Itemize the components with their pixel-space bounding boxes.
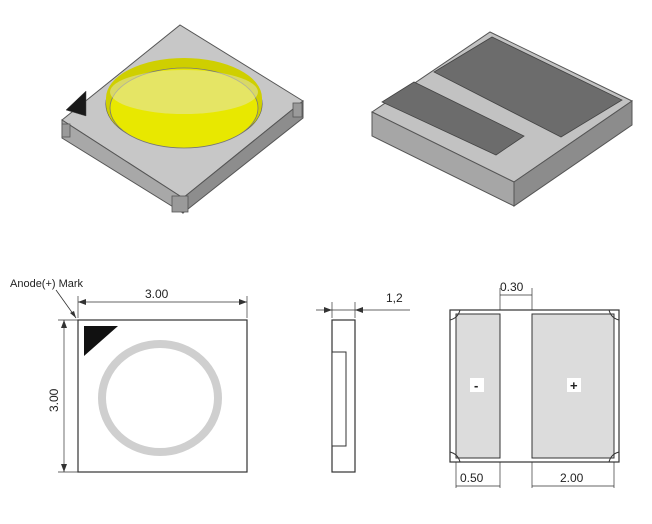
pad-corner-notch (608, 309, 620, 321)
pad-corner-notch (449, 309, 461, 321)
anode-mark-3d-icon (65, 90, 87, 117)
minus-label-box (470, 378, 484, 392)
led-bottom-right-face (513, 100, 633, 207)
led-3d-top-view (61, 24, 304, 215)
top-view-drawing: Anode(+) Mark 3.00 3.00 (10, 278, 248, 473)
led-corner-tab (292, 102, 303, 118)
dim-thickness-label: 1,2 (386, 291, 403, 305)
dim-arrow (239, 299, 247, 305)
pad-corner-notch (449, 451, 461, 463)
led-corner-tab (61, 123, 71, 138)
plus-label-box (567, 378, 581, 392)
dim-arrow (324, 307, 332, 313)
dim-arrow (78, 299, 86, 305)
dim-gap-label: 0.30 (500, 280, 524, 294)
led-3d-bottom-view (371, 31, 633, 207)
anode-polarity-label: + (570, 378, 578, 393)
anode-mark-icon (84, 326, 118, 356)
dim-arrow (355, 307, 363, 313)
dim-height-label: 3.00 (47, 388, 61, 412)
cathode-polarity-label: - (474, 378, 478, 393)
anode-pad-3d (433, 36, 623, 138)
dim-arrow (61, 320, 67, 328)
bottom-view-drawing: 0.30 - + 0.50 2.00 (449, 280, 620, 488)
pad-corner-notch (608, 451, 620, 463)
dim-right-pad-label: 2.00 (560, 471, 584, 485)
side-view-lens (331, 351, 347, 447)
cathode-pad-3d (381, 81, 525, 156)
lens-inner-wall (110, 70, 258, 114)
anode-mark-label: Anode(+) Mark (10, 278, 84, 290)
led-corner-tab (171, 195, 189, 213)
lens-ring (98, 340, 222, 456)
dim-width-label: 3.00 (145, 287, 169, 301)
dim-arrow (61, 464, 67, 472)
dim-left-pad-label: 0.50 (460, 471, 484, 485)
anode-leader-arrow (70, 311, 76, 318)
side-view-drawing: 1,2 (316, 291, 410, 473)
